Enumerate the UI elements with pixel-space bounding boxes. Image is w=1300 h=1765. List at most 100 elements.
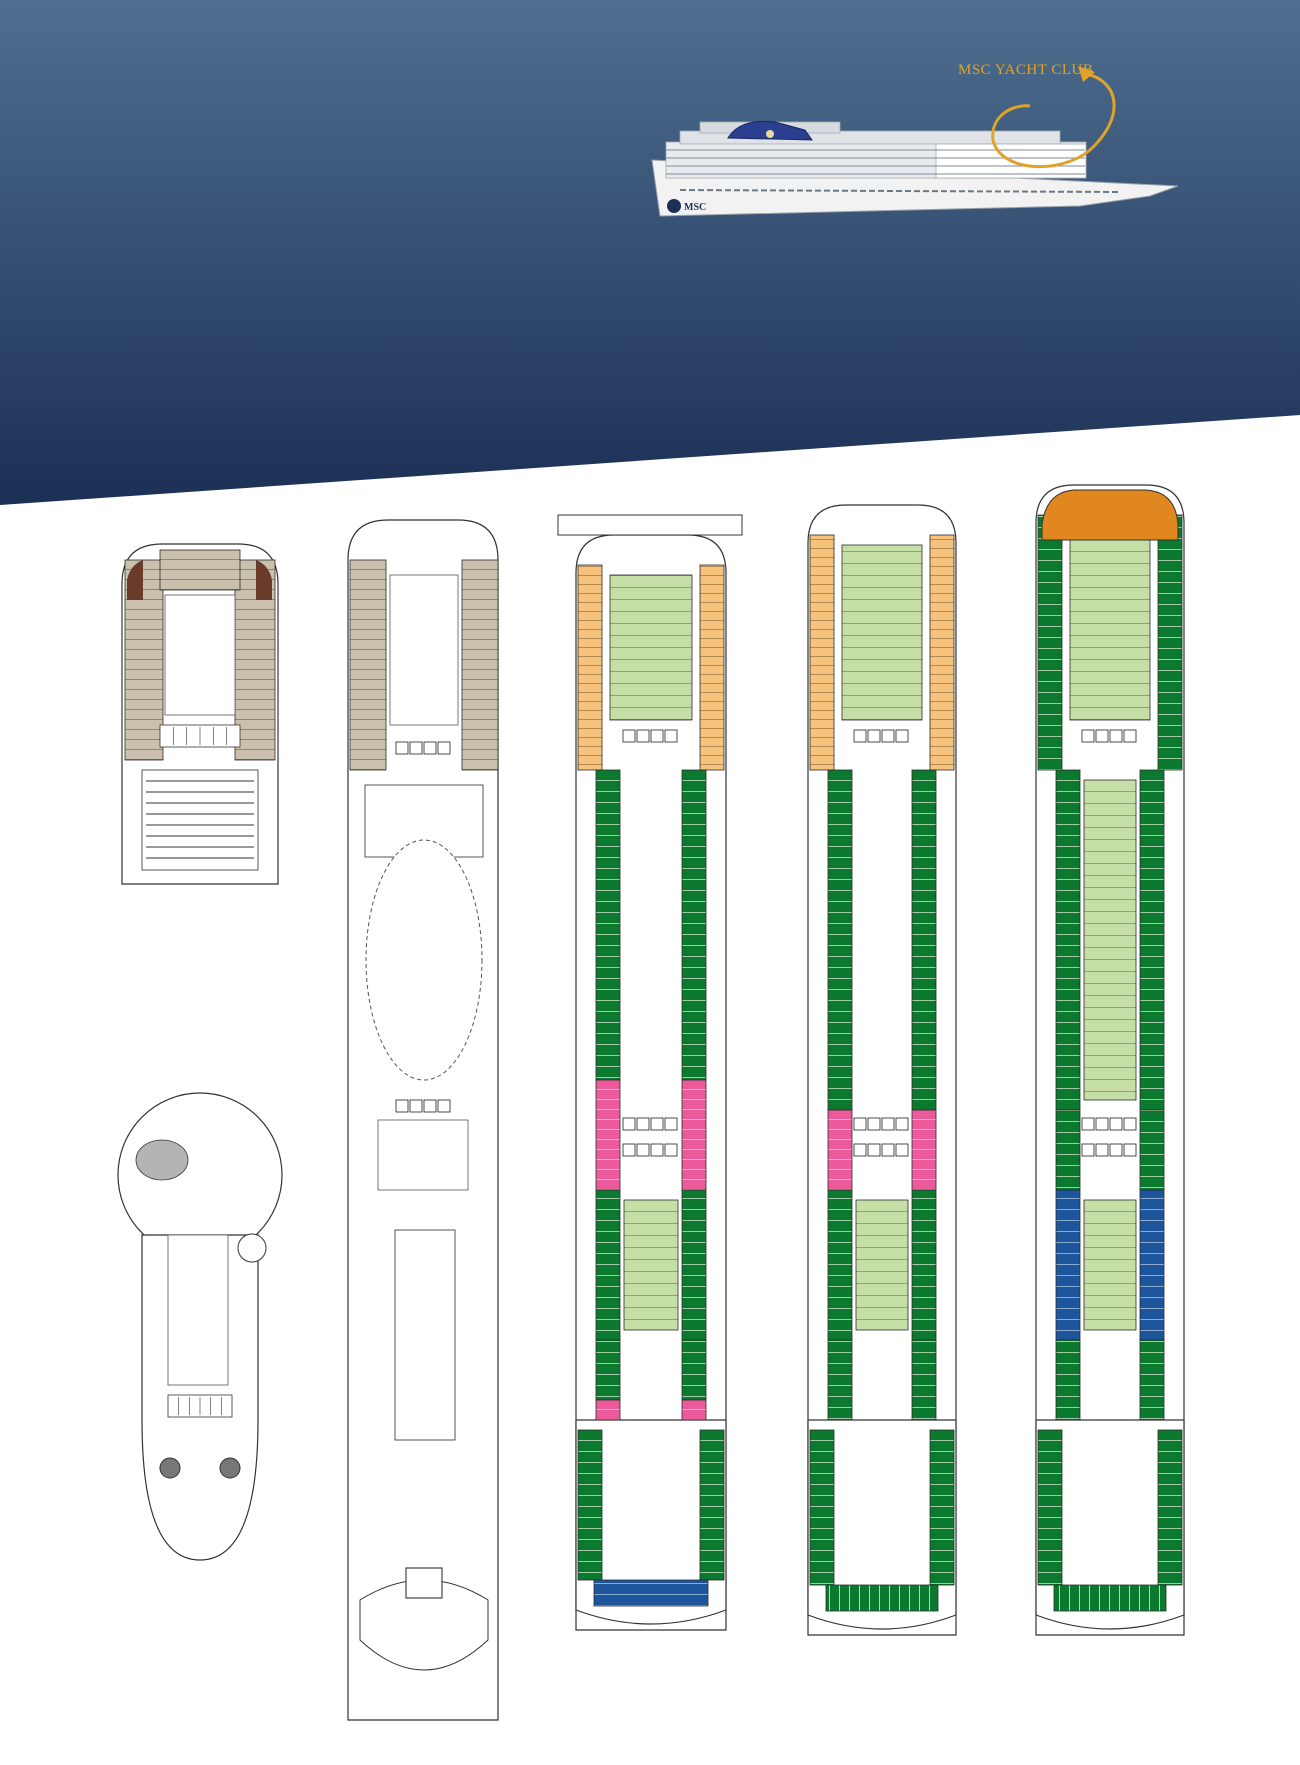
elevator [853, 729, 867, 743]
elevator [636, 1143, 650, 1157]
forward-lounge [117, 1092, 283, 1258]
aft-pool [359, 1579, 489, 1671]
inside-cabin-block [1083, 779, 1137, 1101]
elevator [895, 729, 909, 743]
cabin-block-port [1055, 1189, 1081, 1341]
cabin-block-starboard [1139, 769, 1165, 1111]
deck-plan-2 [117, 1092, 283, 1561]
forward-cabins-port [1037, 514, 1063, 771]
cabin-block-starboard [681, 1339, 707, 1401]
aft-bar [405, 1567, 443, 1599]
aft-cabins-port [1037, 1429, 1063, 1586]
stern-suites [593, 1579, 709, 1607]
elevator [636, 729, 650, 743]
bridge-wings [557, 514, 743, 536]
corridor [167, 1234, 229, 1386]
inside-cabin-block [1083, 1199, 1137, 1331]
cabin-block-port [827, 1189, 853, 1341]
elevator [409, 741, 423, 755]
forward-cabins-starboard [1157, 514, 1183, 771]
forward-cabins-starboard [699, 564, 725, 771]
elevator [1109, 1143, 1123, 1157]
elevator [622, 1143, 636, 1157]
cabin-block-starboard [1139, 1189, 1165, 1341]
elevator [867, 1143, 881, 1157]
elevator [395, 1099, 409, 1113]
elevator [423, 741, 437, 755]
cabin-block-starboard [1139, 1109, 1165, 1191]
elevator [1095, 729, 1109, 743]
suite-forward-starboard [256, 560, 272, 600]
aft-outline [1035, 1419, 1185, 1630]
elevator [867, 1117, 881, 1131]
cabin-block-port [595, 1079, 621, 1191]
elevator [881, 729, 895, 743]
elevator [1081, 1143, 1095, 1157]
inside-cabins-forward [1069, 524, 1151, 721]
elevator [437, 741, 451, 755]
cabin-block-port [595, 769, 621, 1081]
elevator [1081, 729, 1095, 743]
suite-forward-port [127, 560, 143, 600]
elevator [664, 1117, 678, 1131]
elevator [636, 1117, 650, 1131]
corridor [164, 594, 236, 716]
forward-cabins-port [577, 564, 603, 771]
elevator [650, 1143, 664, 1157]
cabin-block-starboard [911, 769, 937, 1111]
aft-cabins-port [809, 1429, 835, 1586]
elevator [853, 1143, 867, 1157]
aft-cabins-starboard [699, 1429, 725, 1581]
yacht-club-suites [1041, 489, 1179, 541]
forward-cabins-port [809, 534, 835, 771]
deck-plan-1 [121, 543, 279, 885]
elevator [1123, 1117, 1137, 1131]
lounge-feature [135, 1139, 189, 1181]
elevator [650, 729, 664, 743]
elevator [437, 1099, 451, 1113]
elevator [423, 1099, 437, 1113]
elevator [895, 1143, 909, 1157]
pool-deck-main [365, 839, 483, 1081]
ship-logo-text: MSC [684, 202, 706, 213]
deck-plan-5 [807, 504, 957, 1636]
cabin-block-port [827, 769, 853, 1111]
elevator [395, 741, 409, 755]
elevator [622, 1117, 636, 1131]
cabin-block-port [595, 1189, 621, 1341]
stern-suites [1053, 1584, 1167, 1612]
stern-suites [825, 1584, 939, 1612]
elevator [1109, 1117, 1123, 1131]
deck-plan-3 [347, 519, 499, 1721]
cabin-block-starboard [911, 1189, 937, 1341]
elevator [622, 729, 636, 743]
cabin-block-port [1055, 1339, 1081, 1421]
aft-outline [807, 1419, 957, 1630]
deck-plans [117, 484, 1185, 1721]
elevator [664, 729, 678, 743]
sun-deck-starboard [461, 559, 499, 771]
aft-cabins-starboard [1157, 1429, 1183, 1586]
cabin-block-port [827, 1109, 853, 1191]
elevator [867, 729, 881, 743]
pool-area [141, 769, 259, 871]
elevator [409, 1099, 423, 1113]
yacht-club-arrow [991, 66, 1116, 169]
cabin-block-starboard [911, 1339, 937, 1421]
cabin-block-starboard [911, 1109, 937, 1191]
sun-deck-port [349, 559, 387, 771]
inside-cabin-block [855, 1199, 909, 1331]
elevator [1095, 1143, 1109, 1157]
cabin-block-starboard [681, 1189, 707, 1341]
cabin-block-port [595, 1339, 621, 1401]
cabin-block-starboard [681, 1079, 707, 1191]
deck-plan-6 [1035, 484, 1185, 1636]
aft-outline [575, 1419, 727, 1625]
aft-cabins-port [577, 1429, 603, 1581]
deck-plan-4 [557, 514, 743, 1631]
elevator [664, 1143, 678, 1157]
sun-deck-forward [159, 549, 241, 591]
forward-cabins-starboard [929, 534, 955, 771]
elevator [881, 1143, 895, 1157]
elevator [1109, 729, 1123, 743]
